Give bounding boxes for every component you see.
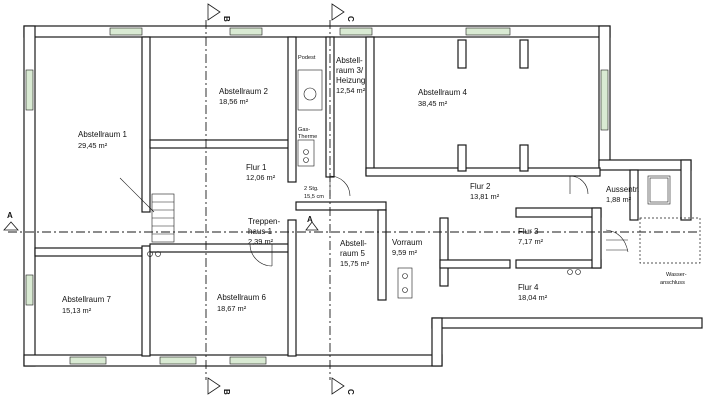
room-area: 15,13 m² [62,306,92,315]
fixtures [147,175,701,299]
section-mark-a-mid: A [305,215,319,231]
room-area: 9,59 m² [392,248,418,257]
room-area: 29,45 m² [78,141,108,150]
label-stufen-line-2: 15,5 cm [304,194,324,200]
room-name: Abstellraum 2 [219,87,268,96]
room-area: 13,81 m² [470,192,500,201]
room-name: Abstellraum 4 [418,88,467,97]
room-name-line-3: Heizung [336,76,365,85]
room-treppenhaus-1: Treppen- haus 1 2,39 m² [248,217,281,246]
room-name-line-2: raum 5 [340,249,365,258]
room-area: 18,56 m² [219,97,249,106]
section-label-c-bottom: C [346,389,355,395]
room-name-line-1: Abstell- [336,56,363,65]
doors [249,175,589,267]
room-area: 18,04 m² [518,293,548,302]
room-flur-1: Flur 1 12,06 m² [246,163,276,182]
room-area: 15,75 m² [340,259,370,268]
label-stufen-line-1: 2 Stg. [304,186,319,192]
label-wasser-line-1: Wasser- [666,272,687,278]
room-vorraum: Vorraum 9,59 m² [392,238,423,257]
room-area: 38,45 m² [418,99,448,108]
label-gas-therme-line-2: Therme [298,134,317,140]
windows [25,27,609,365]
room-name-line-1: Treppen- [248,217,281,226]
label-gas-therme-line-1: Gas- [298,127,310,133]
room-name: Flur 4 [518,283,539,292]
room-area: 2,39 m² [248,237,274,246]
room-flur-2: Flur 2 13,81 m² [470,182,500,201]
annotations: Podest Gas- Therme 2 Stg. 15,5 cm Wasser… [298,55,687,286]
room-abstellraum-5: Abstell- raum 5 15,75 m² [340,239,370,268]
room-flur-4: Flur 4 18,04 m² [518,283,548,302]
section-mark-b-top: B [207,3,231,22]
room-name: Abstellraum 7 [62,295,111,304]
section-mark-a-left: A [3,211,19,231]
section-mark-b-bottom: B [207,377,231,395]
room-area: 18,67 m² [217,304,247,313]
section-mark-c-top: C [331,3,355,22]
room-area: 1,88 m² [606,195,632,204]
label-wasser-line-2: anschluss [660,280,685,286]
room-name-line-2: haus 1 [248,227,273,236]
room-flur-3: Flur 3 7,17 m² [518,227,544,246]
section-lines [8,20,700,380]
section-label-b-top: B [222,16,231,22]
room-abstellraum-6: Abstellraum 6 18,67 m² [217,293,266,313]
section-label-a-mid: A [307,215,313,224]
room-name: Flur 2 [470,182,491,191]
interior-walls [34,36,639,357]
stairs [119,177,629,253]
room-name: Aussentr. [606,185,639,194]
room-name-line-1: Abstell- [340,239,367,248]
room-name: Abstellraum 6 [217,293,266,302]
heating-unit [297,69,323,167]
room-aussentreppe: Aussentr. 1,88 m² [606,185,639,204]
room-abstellraum-4: Abstellraum 4 38,45 m² [418,88,467,108]
room-abstellraum-7: Abstellraum 7 15,13 m² [62,295,111,315]
section-label-c-top: C [346,16,355,22]
room-name: Vorraum [392,238,423,247]
room-abstellraum-3: Abstell- raum 3/ Heizung 12,54 m² [336,56,366,95]
room-abstellraum-1: Abstellraum 1 29,45 m² [78,130,127,150]
room-name: Flur 1 [246,163,267,172]
room-area: 12,06 m² [246,173,276,182]
room-name-line-2: raum 3/ [336,66,364,75]
room-name: Abstellraum 1 [78,130,127,139]
section-label-b-bottom: B [222,389,231,395]
room-name: Flur 3 [518,227,539,236]
room-abstellraum-2: Abstellraum 2 18,56 m² [219,87,268,106]
section-label-a-left: A [7,211,13,220]
section-mark-c-bottom: C [331,377,355,395]
label-podest: Podest [298,55,316,61]
room-area: 7,17 m² [518,237,544,246]
room-area: 12,54 m² [336,86,366,95]
